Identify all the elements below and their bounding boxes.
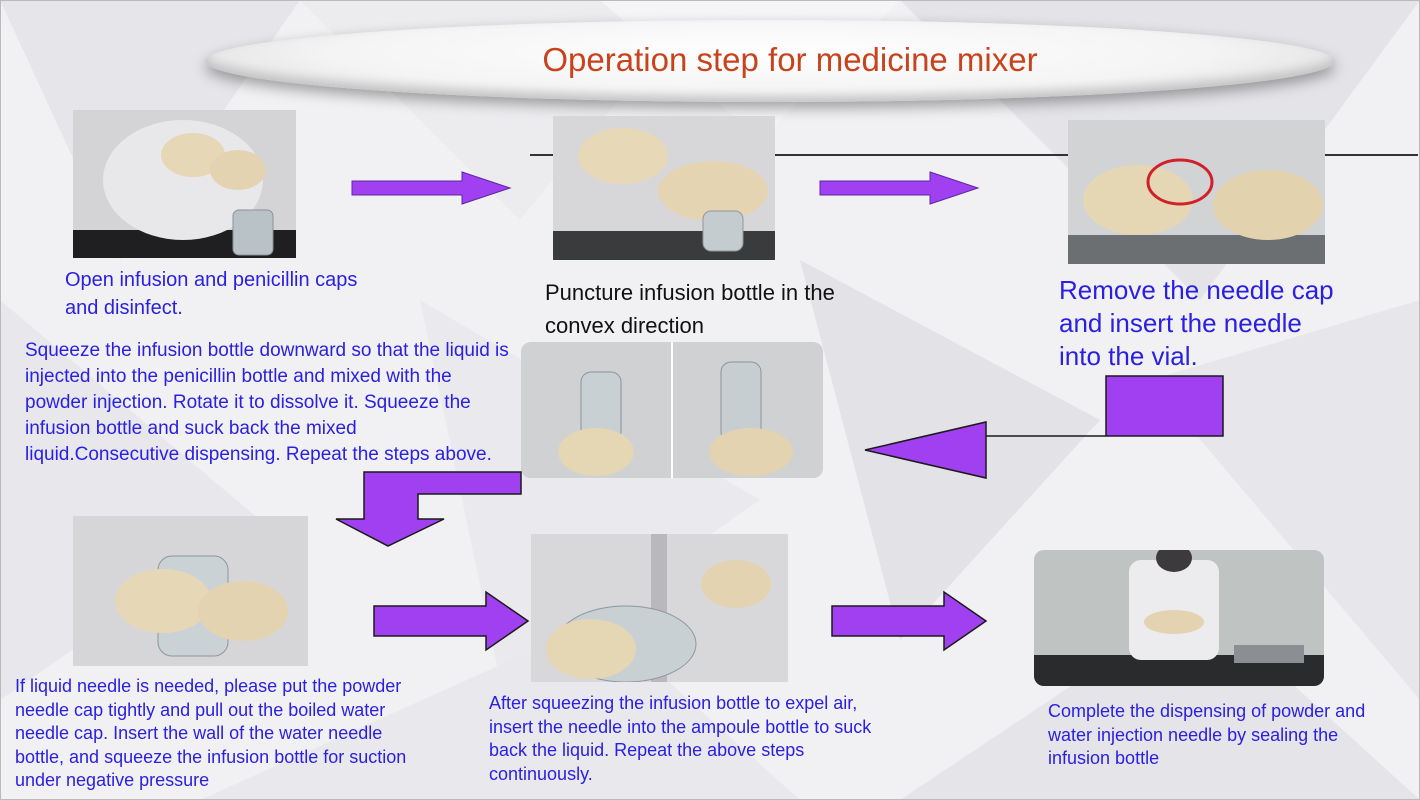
- step4-caption: Squeeze the infusion bottle downward so …: [25, 340, 509, 465]
- step1-caption: Open infusion and penicillin caps and di…: [65, 269, 358, 319]
- divider-line: [530, 154, 1418, 156]
- arrow-step2-to-step3: [819, 171, 980, 205]
- step3-caption: Remove the needle cap and insert the nee…: [1059, 275, 1334, 371]
- step7-caption: Complete the dispensing of powder and wa…: [1048, 701, 1366, 768]
- arrow-step6-to-step7: [831, 590, 988, 652]
- step6-caption: After squeezing the infusion bottle to e…: [489, 693, 872, 784]
- step3-photo: [1068, 120, 1325, 264]
- arrow-step3-to-step4: [864, 375, 1224, 479]
- step1-photo: [73, 110, 296, 258]
- arrow-step5-to-step6: [373, 590, 530, 652]
- page-title: Operation step for medicine mixer: [542, 41, 1038, 78]
- step2-photo: [553, 116, 775, 260]
- arrow-step1-to-step2: [351, 171, 512, 205]
- step5-photo: [73, 516, 308, 666]
- step6-photo: [531, 534, 788, 682]
- step4-photo: [521, 342, 823, 478]
- title-banner: [205, 20, 1335, 102]
- step5-caption: If liquid needle is needed, please put t…: [15, 676, 407, 790]
- step7-photo: [1034, 550, 1324, 686]
- step2-caption: Puncture infusion bottle in the convex d…: [545, 280, 835, 338]
- arrow-step4-to-step5: [335, 471, 522, 547]
